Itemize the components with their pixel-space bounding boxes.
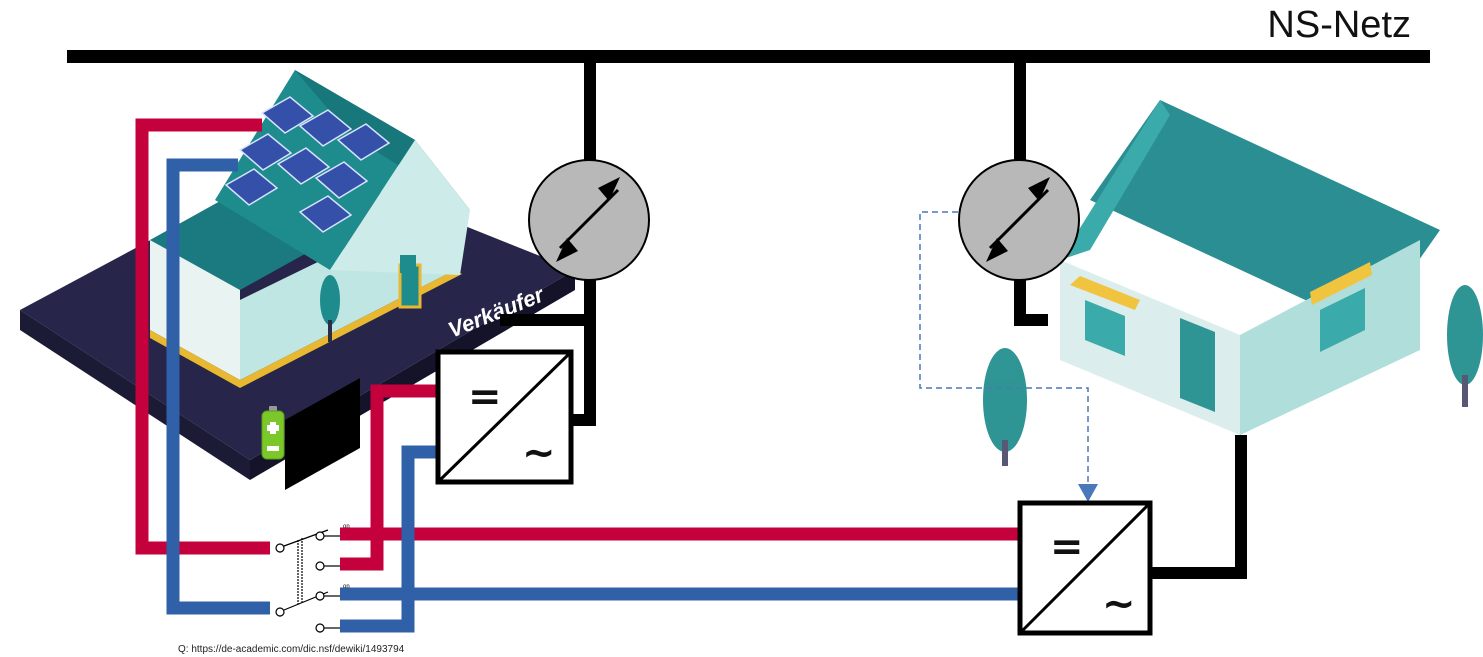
tree-icon	[1447, 285, 1483, 407]
house-window	[400, 255, 416, 273]
control-signal-line	[919, 211, 1098, 502]
switch-small-label: on	[343, 524, 350, 530]
tree-icon	[983, 348, 1027, 466]
battery-icon	[261, 406, 285, 460]
neighbor-awning-left	[1070, 276, 1140, 310]
inverter-ac-symbol: ~	[522, 430, 556, 476]
grid-label: NS-Netz	[1267, 4, 1411, 46]
neighbor-window-right	[1320, 288, 1365, 352]
switch-icon: on on	[275, 524, 350, 633]
tree-icon	[320, 275, 340, 342]
switch-small-label: on	[343, 584, 350, 590]
inverter-dc-symbol: =	[1050, 524, 1084, 570]
inverter-dc-symbol: =	[468, 374, 502, 420]
dc-negative-lines	[166, 158, 1018, 633]
grid-bus	[67, 50, 1430, 63]
right-grid-connection	[1014, 56, 1247, 579]
neighbor-house-icon	[983, 100, 1483, 466]
inverter-icon: = ~	[435, 349, 574, 485]
neighbor-door	[1180, 318, 1215, 412]
dc-positive-lines	[135, 118, 1018, 571]
bidirectional-meter-icon	[958, 159, 1080, 281]
source-note: Q: https://de-academic.com/dic.nsf/dewik…	[178, 644, 405, 655]
neighbor-awning-right	[1310, 262, 1372, 305]
house-gable	[330, 140, 470, 275]
inverter-icon: = ~	[1017, 500, 1153, 636]
garage-opening	[285, 378, 360, 490]
platform-side-left	[20, 310, 250, 480]
solar-house-icon: Verkäufer	[20, 70, 575, 490]
neighbor-window-left	[1085, 300, 1125, 356]
inverter-ac-symbol: ~	[1102, 581, 1136, 627]
neighbor-roof-left	[1060, 100, 1170, 260]
bidirectional-meter-icon	[528, 159, 650, 281]
solar-panels	[224, 96, 391, 233]
